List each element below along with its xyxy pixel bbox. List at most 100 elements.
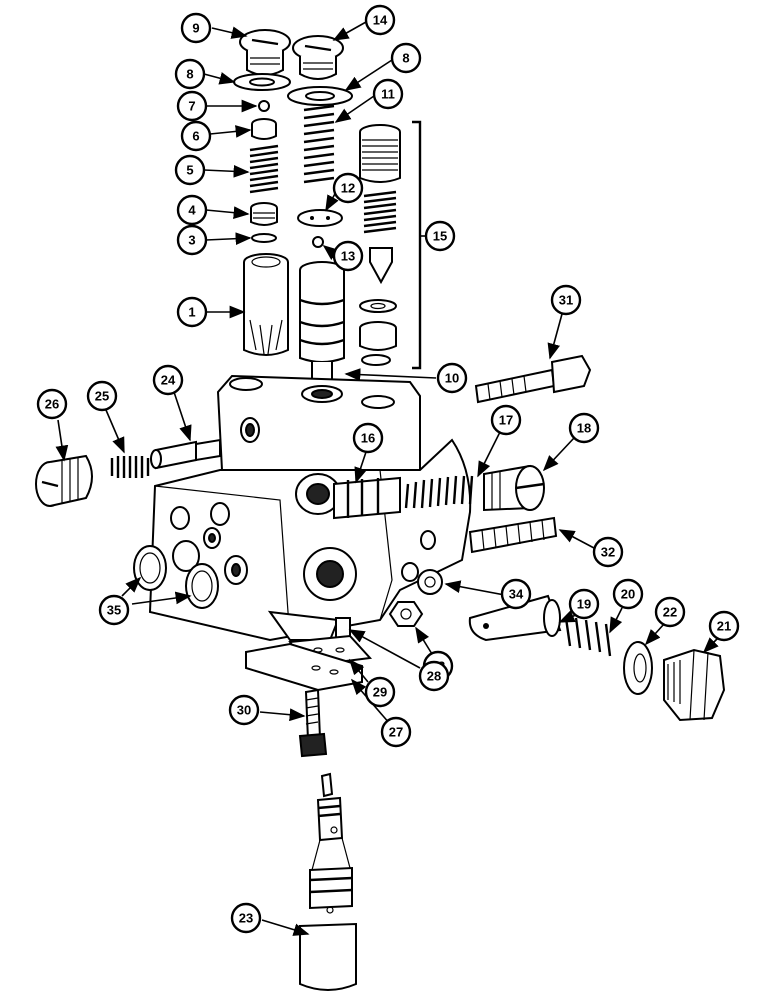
callout-11: 11 (372, 78, 404, 110)
callout-9-label: 9 (192, 21, 199, 36)
callout-34-label: 34 (509, 587, 524, 602)
spool-23 (299, 772, 357, 991)
callout-7-label: 7 (188, 99, 195, 114)
callout-16: 16 (352, 422, 384, 454)
plunger-24 (150, 438, 221, 470)
bolt-31 (474, 354, 592, 404)
callout-23-label: 23 (239, 911, 253, 926)
callout-4-label: 4 (188, 203, 196, 218)
callout-28: 28 (418, 660, 450, 692)
callout-8-right-label: 8 (402, 51, 409, 66)
callout-16-label: 16 (361, 431, 375, 446)
callout-32-label: 32 (601, 545, 615, 560)
leader-lines (55, 21, 719, 936)
nut-33 (388, 601, 424, 627)
spring-17 (404, 475, 474, 509)
callout-30-label: 30 (237, 703, 251, 718)
callout-15-label: 15 (433, 229, 447, 244)
o-ring-35a (133, 545, 167, 591)
plug-26 (35, 454, 93, 507)
callout-11-label: 11 (381, 87, 395, 102)
callout-6: 6 (180, 120, 212, 152)
callout-27-label: 27 (389, 725, 403, 740)
callout-14-label: 14 (373, 13, 388, 28)
callout-19-label: 19 (577, 597, 591, 612)
plug-18 (483, 464, 545, 512)
callout-18: 18 (568, 412, 600, 444)
callout-23: 23 (230, 902, 262, 934)
callout-15: 15 (424, 220, 456, 252)
callout-24: 24 (152, 364, 184, 396)
spring-11 (303, 104, 335, 184)
callout-29: 29 (364, 676, 396, 708)
plug-14 (292, 35, 344, 80)
callout-30: 30 (228, 694, 260, 726)
callout-10-label: 10 (445, 371, 459, 386)
callout-12-label: 12 (341, 181, 355, 196)
callout-17-label: 17 (499, 413, 513, 428)
callout-13-label: 13 (341, 249, 355, 264)
callout-14: 14 (364, 4, 396, 36)
callout-25-label: 25 (95, 389, 109, 404)
cartridge-15 (359, 120, 422, 370)
callout-21: 21 (708, 610, 740, 642)
callout-26: 26 (36, 388, 68, 420)
guide-4 (250, 202, 278, 226)
callout-8-left-label: 8 (186, 67, 193, 82)
shim-3 (251, 233, 277, 243)
o-ring-35b (185, 563, 219, 609)
sleeve-1 (243, 253, 289, 356)
callout-4: 4 (176, 194, 208, 226)
callout-22: 22 (654, 596, 686, 628)
callout-19: 19 (568, 588, 600, 620)
callout-9: 9 (180, 12, 212, 44)
screw-30 (298, 688, 328, 758)
callout-6-label: 6 (192, 129, 199, 144)
washer-8-left (233, 73, 291, 91)
callout-5-label: 5 (186, 163, 193, 178)
callout-1-label: 1 (188, 305, 195, 320)
callout-3: 3 (176, 224, 208, 256)
callout-1: 1 (176, 296, 208, 328)
spring-5 (249, 144, 279, 194)
callout-31: 31 (550, 284, 582, 316)
callout-8-right: 8 (390, 42, 422, 74)
callout-31-label: 31 (559, 293, 573, 308)
callout-18-label: 18 (577, 421, 591, 436)
poppet-19 (468, 594, 562, 642)
callout-17: 17 (490, 404, 522, 436)
spring-25 (110, 456, 150, 478)
spool-16 (333, 476, 401, 520)
callout-3-label: 3 (188, 233, 195, 248)
callout-7: 7 (176, 90, 208, 122)
callout-26-label: 26 (45, 397, 59, 412)
callout-5: 5 (174, 154, 206, 186)
washer-22 (623, 641, 653, 695)
plug-21 (663, 648, 726, 722)
callout-21-label: 21 (717, 619, 731, 634)
callout-13: 13 (332, 240, 364, 272)
washer-8-right (287, 86, 353, 106)
callout-20-label: 20 (621, 587, 635, 602)
callout-12: 12 (332, 172, 364, 204)
callout-35: 35 (98, 594, 130, 626)
ball-7 (258, 100, 270, 112)
callout-28-label: 28 (427, 669, 441, 684)
plug-9 (239, 29, 291, 76)
callout-29-label: 29 (373, 685, 387, 700)
callout-32: 32 (592, 536, 624, 568)
callout-35-label: 35 (107, 603, 121, 618)
washer-34 (417, 569, 443, 595)
callout-25: 25 (86, 380, 118, 412)
callout-24-label: 24 (161, 373, 176, 388)
callout-27: 27 (380, 716, 412, 748)
spring-20 (564, 617, 612, 657)
callout-22-label: 22 (663, 605, 677, 620)
stud-32 (468, 516, 558, 554)
seat-6 (251, 118, 277, 140)
callout-8-left: 8 (174, 58, 206, 90)
plate-12 (297, 209, 343, 227)
callout-34: 34 (500, 578, 532, 610)
callout-20: 20 (612, 578, 644, 610)
